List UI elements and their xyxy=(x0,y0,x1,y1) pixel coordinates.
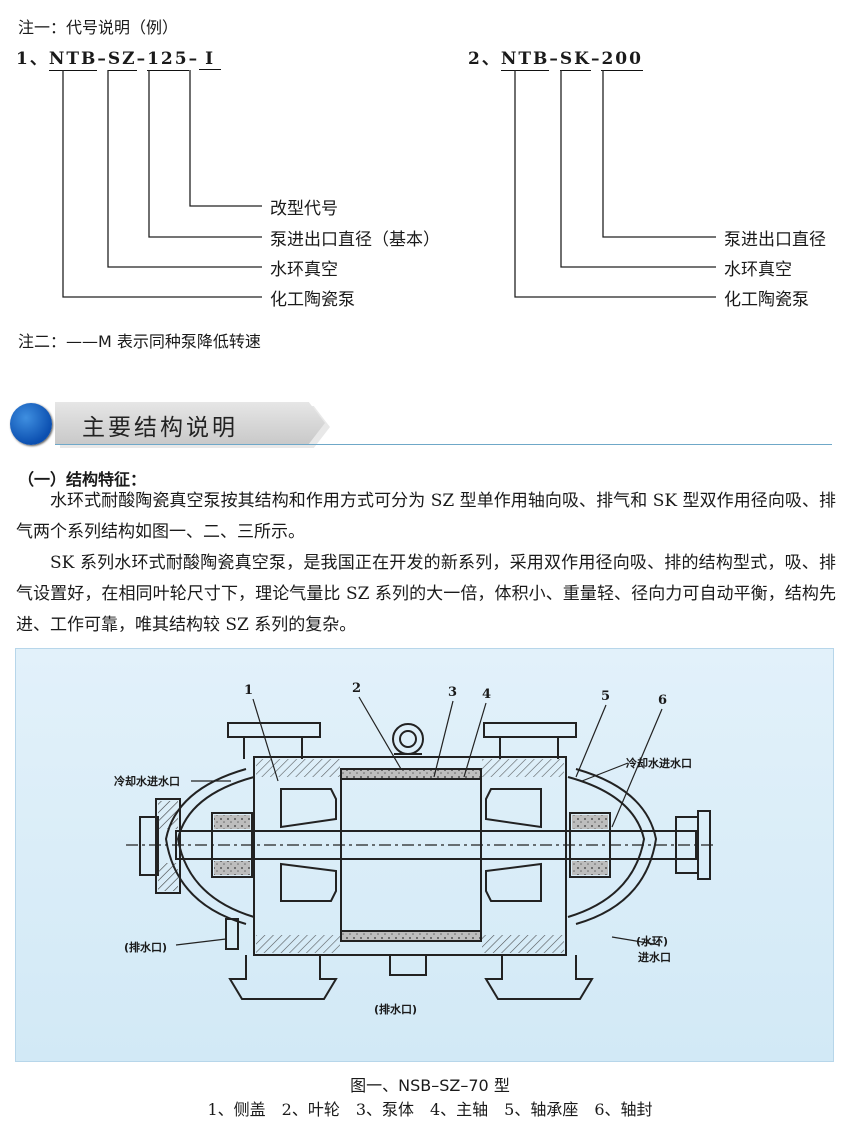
callout-2: 2 xyxy=(352,681,362,696)
section-title: 主要结构说明 xyxy=(82,415,238,441)
section-bullet-icon xyxy=(10,403,52,445)
figure-caption-parts: 1、侧盖 2、叶轮 3、泵体 4、主轴 5、轴承座 6、轴封 xyxy=(207,1100,653,1119)
paragraph-1: 水环式耐酸陶瓷真空泵按其结构和作用方式可分为 SZ 型单作用轴向吸、排气和 SK… xyxy=(16,491,836,542)
model-2-part-ntb: NTB xyxy=(500,49,550,71)
figure-caption-title: 图一、NSB–SZ–70 型 xyxy=(350,1076,510,1095)
legend-2-ceramic-pump: 化工陶瓷泵 xyxy=(724,290,809,310)
model-2-part-sk: SK xyxy=(559,49,591,71)
legend-1-revision: 改型代号 xyxy=(270,199,338,219)
pump-drawing xyxy=(126,696,716,1000)
callout-3: 3 xyxy=(448,685,458,700)
label-drain-left: (排水口) xyxy=(124,941,168,954)
label-water-ring-inlet-1: (水环) xyxy=(636,935,669,948)
callout-4: 4 xyxy=(482,687,492,702)
model-code-1: 1、NTB–SZ–125–Ⅰ xyxy=(16,44,222,71)
label-drain-bottom: (排水口) xyxy=(374,1003,418,1016)
section-header-bar xyxy=(55,402,325,444)
model-1-dash: – xyxy=(136,49,148,69)
callout-5: 5 xyxy=(601,689,611,704)
model-1-index: 1、 xyxy=(16,49,49,69)
pump-cross-section-figure: 1 2 3 4 5 6 冷却水进水口 冷却水进水口 (排水口) (排水口) (水… xyxy=(15,648,834,1062)
model-1-part-sz: SZ xyxy=(107,49,137,71)
legend-1-ceramic-pump: 化工陶瓷泵 xyxy=(270,290,355,310)
section-divider xyxy=(55,444,832,445)
model-1-part-rev: Ⅰ xyxy=(199,49,222,70)
legend-2-water-ring: 水环真空 xyxy=(724,260,792,280)
label-cooling-inlet-left: 冷却水进水口 xyxy=(114,775,180,788)
legend-1-diameter: 泵进出口直径（基本） xyxy=(270,230,440,250)
label-water-ring-inlet-2: 进水口 xyxy=(638,951,671,964)
model-1-part-125: 125 xyxy=(147,49,189,71)
model-2-index: 2、 xyxy=(468,49,501,69)
model-2-dash: – xyxy=(549,49,560,69)
model-code-2: 2、NTB–SK–200 xyxy=(468,44,643,71)
code-leader-lines xyxy=(62,70,716,298)
model-2-part-200: 200 xyxy=(601,49,643,71)
callout-1: 1 xyxy=(244,683,254,698)
subheading: （一）结构特征： xyxy=(18,470,147,489)
note-2: 注二：——M 表示同种泵降低转速 xyxy=(18,332,261,351)
model-1-dash: – xyxy=(97,49,108,69)
legend-1-water-ring: 水环真空 xyxy=(270,260,338,280)
paragraph-2: SK 系列水环式耐酸陶瓷真空泵，是我国正在开发的新系列，采用双作用径向吸、排的结… xyxy=(16,553,836,635)
legend-2-diameter: 泵进出口直径 xyxy=(724,230,826,250)
model-1-dash: – xyxy=(188,49,200,69)
label-cooling-inlet-right: 冷却水进水口 xyxy=(626,757,692,770)
callout-6: 6 xyxy=(658,693,668,708)
model-1-part-ntb: NTB xyxy=(48,49,98,71)
note-1: 注一：代号说明（例） xyxy=(18,18,179,37)
model-2-dash: – xyxy=(590,49,602,69)
